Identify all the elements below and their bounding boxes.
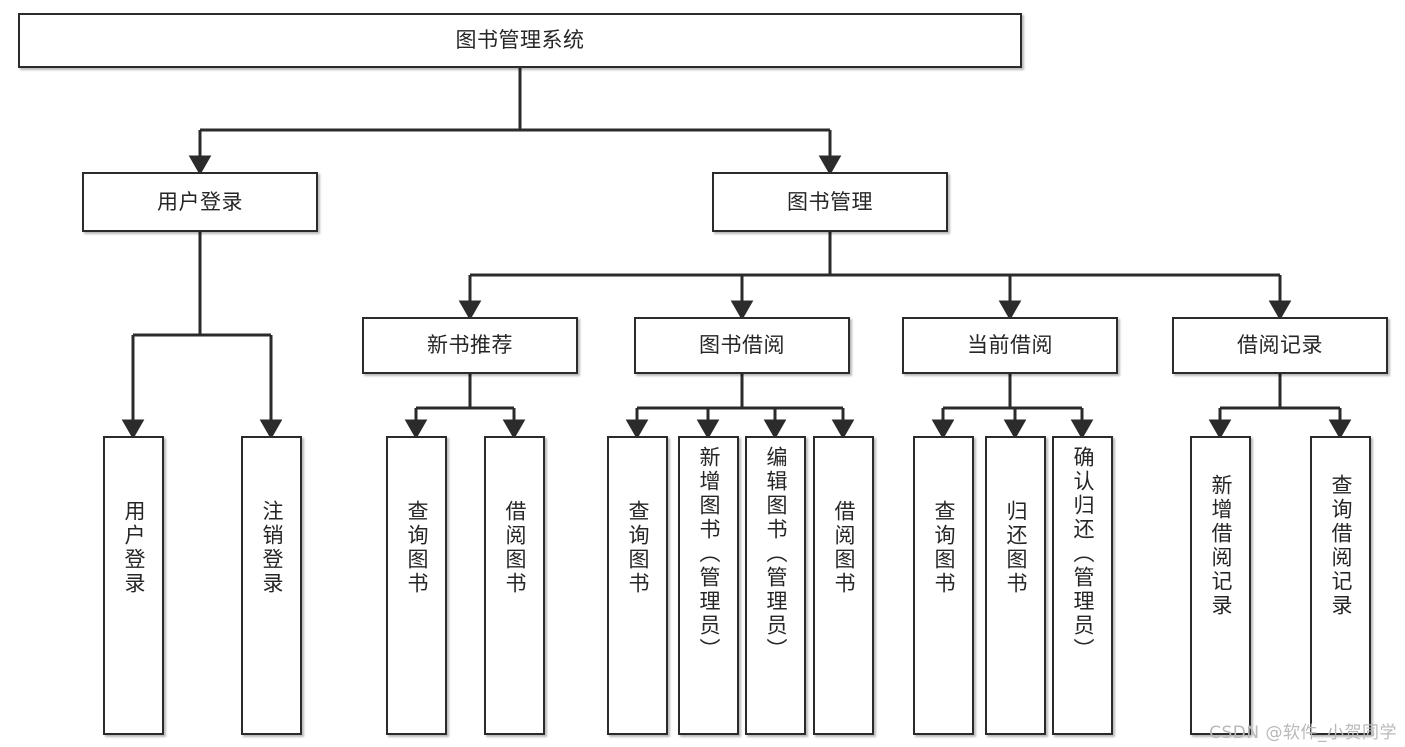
node-leaf-query-book-recommend[interactable]: 查询图书 <box>386 436 447 735</box>
node-label: 图书借阅 <box>699 333 785 358</box>
watermark-text: CSDN @软件_小贺同学 <box>1209 723 1397 743</box>
node-leaf-query-borrow-record[interactable]: 查询借阅记录 <box>1310 436 1371 735</box>
node-leaf-confirm-return-admin[interactable]: 确认归还（管理员） <box>1052 436 1113 735</box>
node-book-manage[interactable]: 图书管理 <box>712 172 948 232</box>
node-label: 查询图书 <box>932 500 956 596</box>
node-label: 新增图书（管理员） <box>697 446 721 662</box>
node-root-system[interactable]: 图书管理系统 <box>18 13 1022 68</box>
node-leaf-borrow-book-recommend[interactable]: 借阅图书 <box>484 436 545 735</box>
node-label: 归还图书 <box>1004 500 1028 596</box>
node-leaf-borrow-book-borrow[interactable]: 借阅图书 <box>813 436 874 735</box>
node-label: 查询借阅记录 <box>1329 474 1353 618</box>
node-label: 用户登录 <box>157 189 243 214</box>
node-label: 编辑图书（管理员） <box>764 446 788 662</box>
node-leaf-edit-book-admin[interactable]: 编辑图书（管理员） <box>745 436 806 735</box>
node-label: 图书管理系统 <box>455 28 585 53</box>
node-label: 用户登录 <box>122 500 146 596</box>
node-leaf-return-book[interactable]: 归还图书 <box>985 436 1046 735</box>
node-label: 查询图书 <box>626 500 650 596</box>
node-current-borrow[interactable]: 当前借阅 <box>902 317 1118 374</box>
node-label: 借阅图书 <box>503 500 527 596</box>
node-leaf-query-book-borrow[interactable]: 查询图书 <box>607 436 668 735</box>
node-leaf-user-login[interactable]: 用户登录 <box>103 436 164 735</box>
node-book-borrow[interactable]: 图书借阅 <box>634 317 850 374</box>
node-label: 新书推荐 <box>427 333 513 358</box>
node-label: 当前借阅 <box>967 333 1053 358</box>
node-label: 借阅图书 <box>832 500 856 596</box>
node-label: 查询图书 <box>405 500 429 596</box>
node-new-book-recommend[interactable]: 新书推荐 <box>362 317 578 374</box>
node-leaf-user-logout[interactable]: 注销登录 <box>241 436 302 735</box>
node-leaf-query-book-current[interactable]: 查询图书 <box>913 436 974 735</box>
node-user-login[interactable]: 用户登录 <box>82 172 318 232</box>
node-label: 借阅记录 <box>1237 333 1323 358</box>
node-label: 图书管理 <box>787 189 873 214</box>
node-leaf-add-book-admin[interactable]: 新增图书（管理员） <box>678 436 739 735</box>
node-label: 新增借阅记录 <box>1209 474 1233 618</box>
node-label: 确认归还（管理员） <box>1071 446 1095 662</box>
node-leaf-add-borrow-record[interactable]: 新增借阅记录 <box>1190 436 1251 735</box>
node-borrow-record[interactable]: 借阅记录 <box>1172 317 1388 374</box>
node-label: 注销登录 <box>260 500 284 596</box>
